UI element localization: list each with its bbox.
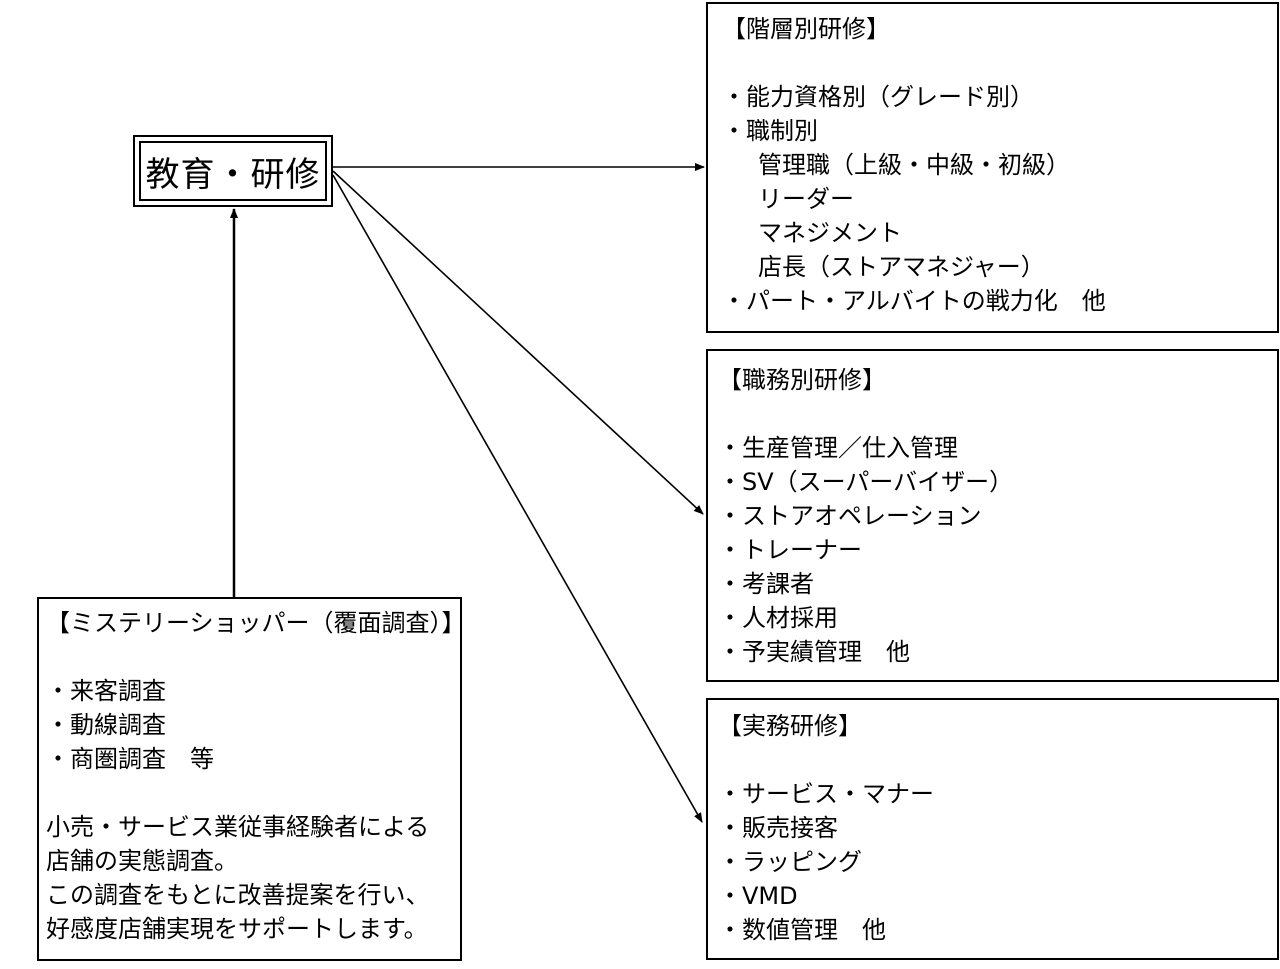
description-line: 店舗の実態調査。 [46, 847, 238, 875]
spacer [718, 397, 1277, 431]
box-heading: 【実務研修】 [718, 712, 862, 740]
job-function-training-box: 【職務別研修】 ・生産管理／仕入管理 ・SV（スーパーバイザー） ・ストアオペレ… [706, 349, 1279, 682]
list-subitem: マネジメント [758, 219, 902, 247]
list-subitem: 店長（ストアマネジャー） [758, 253, 1045, 281]
list-item: ・予実績管理 他 [718, 638, 910, 666]
box-heading: 【ミステリーショッパー（覆面調査）】 [46, 609, 466, 637]
description-line: 小売・サービス業従事経験者による [46, 813, 430, 841]
hierarchical-training-box: 【階層別研修】 ・能力資格別（グレード別） ・職制別 管理職（上級・中級・初級）… [706, 2, 1279, 333]
spacer [46, 776, 460, 810]
list-item: ・販売接客 [718, 814, 838, 842]
practical-training-box: 【実務研修】 ・サービス・マナー ・販売接客 ・ラッピング ・VMD ・数値管理… [706, 698, 1279, 960]
spacer [46, 640, 460, 674]
list-subitem: 管理職（上級・中級・初級） [758, 151, 1070, 179]
list-item: ・数値管理 他 [718, 916, 886, 944]
mystery-shopper-box: 【ミステリーショッパー（覆面調査）】 ・来客調査 ・動線調査 ・商圏調査 等 小… [37, 597, 466, 961]
main-topic-inner-border: 教育・研修 [139, 141, 327, 201]
list-item: ・トレーナー [718, 536, 862, 564]
list-item: ・パート・アルバイトの戦力化 他 [722, 287, 1106, 315]
list-item: ・生産管理／仕入管理 [718, 434, 958, 462]
list-item: ・人材採用 [718, 604, 838, 632]
list-subitem: リーダー [758, 185, 854, 213]
list-item: ・考課者 [718, 570, 814, 598]
list-item: ・VMD [718, 882, 798, 910]
list-item: ・SV（スーパーバイザー） [718, 468, 1014, 496]
list-item: ・来客調査 [46, 677, 166, 705]
arrow-to-shokumu [332, 170, 704, 515]
list-item: ・動線調査 [46, 711, 166, 739]
main-topic-title: 教育・研修 [145, 154, 321, 195]
box-heading: 【職務別研修】 [718, 366, 886, 394]
list-item: ・ストアオペレーション [718, 502, 982, 530]
description-line: この調査をもとに改善提案を行い、 [46, 881, 430, 909]
list-item: ・ラッピング [718, 848, 862, 876]
list-item: ・サービス・マナー [718, 780, 934, 808]
arrow-to-jitsumu [332, 174, 703, 823]
spacer [718, 743, 1277, 777]
description-line: 好感度店舗実現をサポートします。 [46, 915, 428, 943]
list-item: ・能力資格別（グレード別） [722, 83, 1034, 111]
list-item: ・商圏調査 等 [46, 745, 214, 773]
box-heading: 【階層別研修】 [722, 15, 890, 43]
spacer [722, 46, 1277, 80]
main-topic-box: 教育・研修 [133, 135, 333, 207]
list-item: ・職制別 [722, 117, 818, 145]
